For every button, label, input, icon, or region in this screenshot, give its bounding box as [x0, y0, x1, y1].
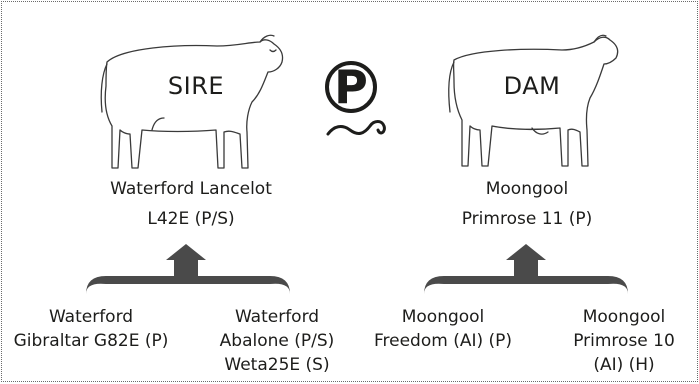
dam-parent-2-line3: (AI) (H) [593, 355, 655, 375]
sire-parent-1-line1: Waterford [48, 307, 134, 327]
sire-parent-1-line2: Gibraltar G82E (P) [13, 331, 169, 351]
sire-parent-2-line3: Weta25E (S) [224, 355, 330, 375]
sire-brace-arrow [86, 244, 290, 294]
dam-parent-1-line2: Freedom (AI) (P) [373, 331, 513, 351]
poll-symbol-icon [325, 61, 386, 136]
dam-parent-2-line1: Moongool [582, 307, 666, 327]
sire-label: SIRE [167, 72, 225, 100]
sire-parent-2-line2: Abalone (P/S) [219, 331, 335, 351]
sire-name-line1: Waterford Lancelot [110, 179, 272, 199]
poll-symbol-letter: P [334, 60, 368, 114]
sire-parent-2-line1: Waterford [234, 307, 320, 327]
bull-outline-icon [100, 34, 284, 169]
cow-outline-icon [448, 34, 619, 167]
dam-name-line2: Primrose 11 (P) [461, 209, 593, 229]
dam-parent-1-line1: Moongool [401, 307, 485, 327]
sire-name-line2: L42E (P/S) [147, 209, 235, 229]
dam-brace-arrow [424, 244, 628, 294]
dam-parent-2-line2: Primrose 10 [573, 331, 675, 351]
dam-name-line1: Moongool [485, 179, 569, 199]
dam-label: DAM [503, 72, 561, 100]
